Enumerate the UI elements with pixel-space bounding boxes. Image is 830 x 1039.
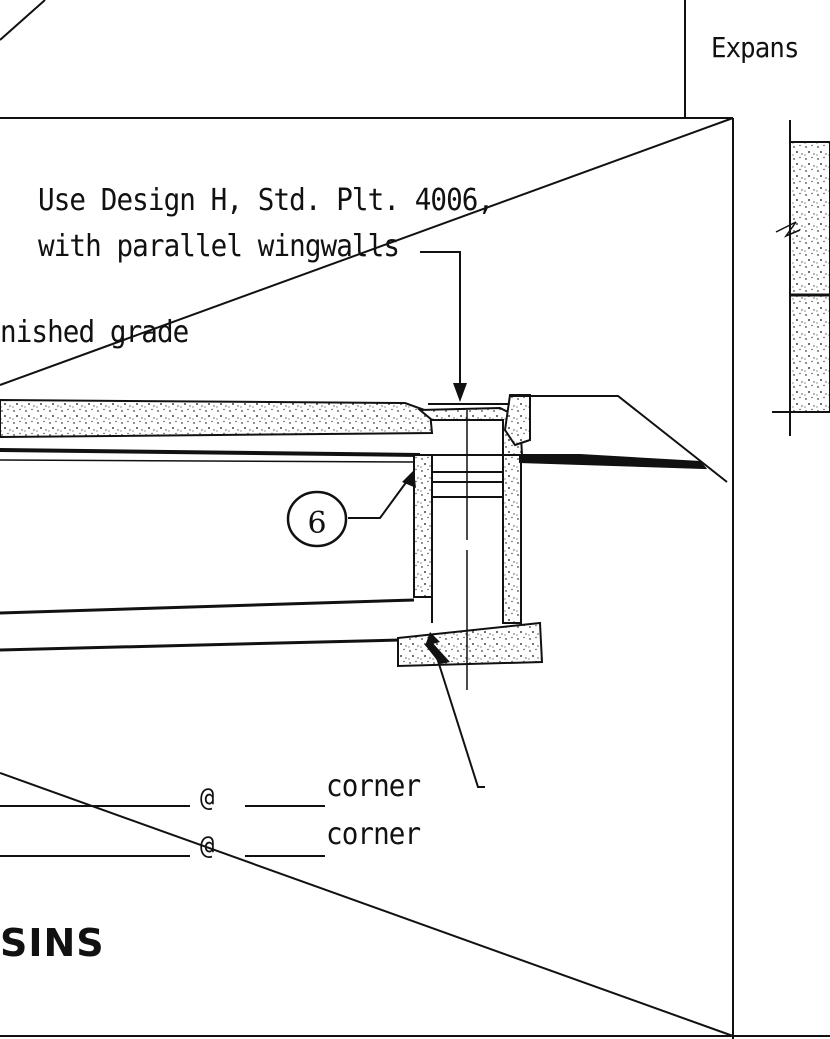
pavement-slab	[0, 398, 434, 463]
expansion-detail	[772, 120, 830, 436]
leader-lines	[348, 251, 485, 788]
schedule-at-symbol-1: @	[200, 783, 214, 813]
schedule-corner-label-2: corner	[326, 817, 421, 852]
schedule-lines	[0, 805, 325, 857]
arrow-heads	[402, 383, 467, 646]
callout-circle	[286, 490, 348, 548]
drawing-title: SINS	[0, 921, 105, 965]
schedule-corner-label-1: corner	[326, 769, 421, 804]
callout-number: 6	[307, 506, 327, 541]
design-note-line-2: with parallel wingwalls	[38, 229, 400, 264]
expansion-label: Expans	[711, 31, 799, 64]
schedule-at-symbol-2: @	[200, 831, 214, 861]
footing-hatch	[425, 640, 450, 664]
pipe	[0, 598, 415, 652]
grate-frame	[417, 403, 524, 456]
footing	[397, 621, 544, 668]
curb-gutter	[503, 394, 728, 483]
finished-grade-label: nished grade	[0, 315, 189, 350]
design-note-line-1: Use Design H, Std. Plt. 4006,	[38, 183, 494, 218]
